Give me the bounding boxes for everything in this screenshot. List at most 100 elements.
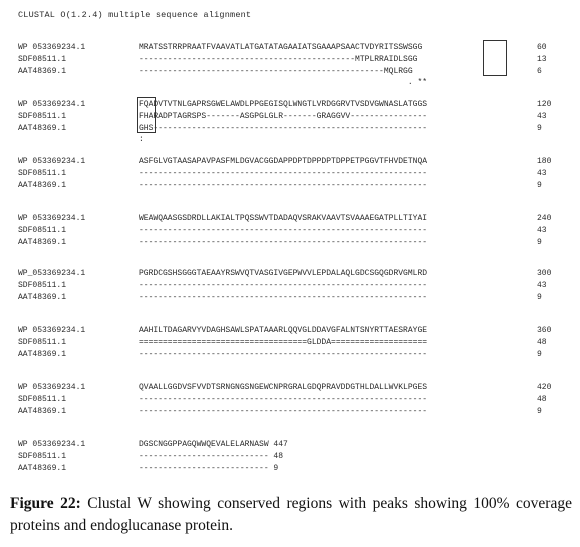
sequence-id: WP 053369234.1 xyxy=(18,383,86,392)
sequence-id: SDF08511.1 xyxy=(18,452,67,461)
sequence-residues: QVAALLGGDVSFVVDTSRNGNGSNGEWCNPRGRALGDQPR… xyxy=(139,383,428,392)
sequence-id: SDF08511.1 xyxy=(18,112,67,121)
sequence-row: SDF08511.1 ------------------------------… xyxy=(18,54,563,66)
sequence-row: AAT48369.1 --------------------------- 9 xyxy=(18,463,563,475)
sequence-id: WP 053369234.1 xyxy=(18,157,86,166)
sequence-id: SDF08511.1 xyxy=(18,395,67,404)
sequence-residues: ----------------------------------------… xyxy=(139,169,428,178)
alignment-block: WP 053369234.1 ASFGLVGTAASAPAVPASFMLDGVAC… xyxy=(18,156,563,192)
sequence-id: WP 053369234.1 xyxy=(18,43,86,52)
sequence-residues: FQADVTVTNLGAPRSGWELAWDLPPGEGISQLWNGTLVRD… xyxy=(139,100,428,109)
sequence-id: WP 053369234.1 xyxy=(18,100,86,109)
sequence-residues: MRATSSTRRPRAATFVAAVATLATGATATAGAAIATSGAA… xyxy=(139,43,423,52)
sequence-residues: ----------------------------------------… xyxy=(139,293,428,302)
residue-count: 420 xyxy=(537,383,552,392)
sequence-residues: GHS-------------------------------------… xyxy=(139,124,428,133)
sequence-row: SDF08511.1------------------------------… xyxy=(18,225,563,237)
sequence-row: AAT48369.1 ------------------------------… xyxy=(18,66,563,78)
sequence-row: WP_053369234.1 PGRDCGSHSGGGTAEAAYRSWVQTVA… xyxy=(18,268,563,280)
sequence-row: WP 053369234.1 QVAALLGGDVSFVVDTSRNGNGSNGE… xyxy=(18,382,563,394)
conserved-box-2 xyxy=(137,97,156,133)
sequence-id: SDF08511.1 xyxy=(18,55,67,64)
residue-count: 9 xyxy=(537,238,542,247)
sequence-id: SDF08511.1 xyxy=(18,169,67,178)
sequence-row: SDF08511.1 ------------------------------… xyxy=(18,394,563,406)
sequence-residues: ----------------------------------------… xyxy=(139,281,428,290)
alignment-block: WP 053369234.1 MRATSSTRRPRAATFVAAVATLATGA… xyxy=(18,42,563,88)
residue-count: 13 xyxy=(537,55,547,64)
sequence-residues: --------------------------- 48 xyxy=(139,452,284,461)
sequence-residues: WEAWQAASGSDRDLLAKIALTPQSSWVTDADAQVSRAKVA… xyxy=(139,214,428,223)
sequence-residues: ASFGLVGTAASAPAVPASFMLDGVACGGDAPPDPTDPPDP… xyxy=(139,157,428,166)
sequence-residues: --------------------------- 9 xyxy=(139,464,279,473)
conserved-box-1 xyxy=(483,40,507,76)
residue-count: 300 xyxy=(537,269,552,278)
sequence-row: AAT48369.1 ------------------------------… xyxy=(18,406,563,418)
sequence-row: WP 053369234.1 FQADVTVTNLGAPRSGWELAWDLPPG… xyxy=(18,99,563,111)
sequence-row: AAT48369.1------------------------------… xyxy=(18,180,563,192)
residue-count: 6 xyxy=(537,67,542,76)
residue-count: 9 xyxy=(537,407,542,416)
sequence-id: AAT48369.1 xyxy=(18,350,67,359)
residue-count: 9 xyxy=(537,293,542,302)
residue-count: 180 xyxy=(537,157,552,166)
sequence-residues: ----------------------------------------… xyxy=(139,181,428,190)
sequence-row: SDF08511.1 ==============================… xyxy=(18,337,563,349)
figure-label: Figure 22: xyxy=(10,495,81,512)
sequence-id: AAT48369.1 xyxy=(18,293,67,302)
sequence-id: SDF08511.1 xyxy=(18,281,67,290)
sequence-residues: AAHILTDAGARVYVDAGHSAWLSPATAAARLQQVGLDDAV… xyxy=(139,326,428,335)
sequence-row: WP 053369234.1 AAHILTDAGARVYVDAGHSAWLSPAT… xyxy=(18,325,563,337)
sequence-id: AAT48369.1 xyxy=(18,238,67,247)
sequence-id: AAT48369.1 xyxy=(18,124,67,133)
figure-caption: Figure 22: Clustal W showing conserved r… xyxy=(10,493,572,537)
sequence-id: AAT48369.1 xyxy=(18,464,67,473)
sequence-row: AAT48369.1 ------------------------------… xyxy=(18,292,563,304)
residue-count: 240 xyxy=(537,214,552,223)
residue-count: 43 xyxy=(537,226,547,235)
alignment-block: WP 053369234.1 FQADVTVTNLGAPRSGWELAWDLPPG… xyxy=(18,99,563,145)
residue-count: 9 xyxy=(537,124,542,133)
sequence-residues: ----------------------------------------… xyxy=(139,395,428,404)
sequence-row: AAT48369.1 ------------------------------… xyxy=(18,349,563,361)
sequence-residues: FHARADPTAGRSPS-------ASGPGLGLR-------GRA… xyxy=(139,112,428,121)
residue-count: 43 xyxy=(537,169,547,178)
sequence-row: SDF08511.1 ------------------------------… xyxy=(18,280,563,292)
sequence-row: SDF08511.1 --------------------------- 48 xyxy=(18,451,563,463)
sequence-id: WP 053369234.1 xyxy=(18,214,86,223)
residue-count: 48 xyxy=(537,338,547,347)
residue-count: 48 xyxy=(537,395,547,404)
sequence-id: WP_053369234.1 xyxy=(18,269,86,278)
sequence-id: WP 053369234.1 xyxy=(18,440,86,449)
alignment-block: WP_053369234.1 PGRDCGSHSGGGTAEAAYRSWVQTVA… xyxy=(18,268,563,304)
sequence-row: WP 053369234.1 ASFGLVGTAASAPAVPASFMLDGVAC… xyxy=(18,156,563,168)
sequence-residues: ----------------------------------------… xyxy=(139,350,428,359)
sequence-residues: DGSCNGGPPAGQWWQEVALELARNASW 447 xyxy=(139,440,288,449)
sequence-row: AAT48369.1------------------------------… xyxy=(18,237,563,249)
residue-count: 43 xyxy=(537,112,547,121)
sequence-residues: ===================================GLDDA… xyxy=(139,338,428,347)
residue-count: 360 xyxy=(537,326,552,335)
sequence-residues: ----------------------------------------… xyxy=(139,67,413,76)
sequence-id: AAT48369.1 xyxy=(18,67,67,76)
sequence-residues: PGRDCGSHSGGGTAEAAYRSWVQTVASGIVGEPWVVLEPD… xyxy=(139,269,428,278)
residue-count: 9 xyxy=(537,181,542,190)
sequence-row: SDF08511.1 ------------------------------… xyxy=(18,168,563,180)
sequence-id: SDF08511.1 xyxy=(18,226,67,235)
sequence-row: WP 053369234.1 WEAWQAASGSDRDLLAKIALTPQSSW… xyxy=(18,213,563,225)
alignment-block: WP 053369234.1 WEAWQAASGSDRDLLAKIALTPQSSW… xyxy=(18,213,563,249)
residue-count: 9 xyxy=(537,350,542,359)
residue-count: 120 xyxy=(537,100,552,109)
consensus-line: . ** xyxy=(139,78,428,87)
residue-count: 60 xyxy=(537,43,547,52)
consensus-line: : xyxy=(139,135,144,144)
figure-caption-text: Clustal W showing conserved regions with… xyxy=(10,495,572,534)
sequence-residues: ----------------------------------------… xyxy=(139,55,418,64)
sequence-id: AAT48369.1 xyxy=(18,407,67,416)
residue-count: 43 xyxy=(537,281,547,290)
alignment-block: WP 053369234.1 DGSCNGGPPAGQWWQEVALELARNAS… xyxy=(18,439,563,475)
sequence-id: SDF08511.1 xyxy=(18,338,67,347)
sequence-residues: ----------------------------------------… xyxy=(139,407,428,416)
sequence-id: WP 053369234.1 xyxy=(18,326,86,335)
sequence-row: AAT48369.1 GHS---------------------------… xyxy=(18,123,563,135)
